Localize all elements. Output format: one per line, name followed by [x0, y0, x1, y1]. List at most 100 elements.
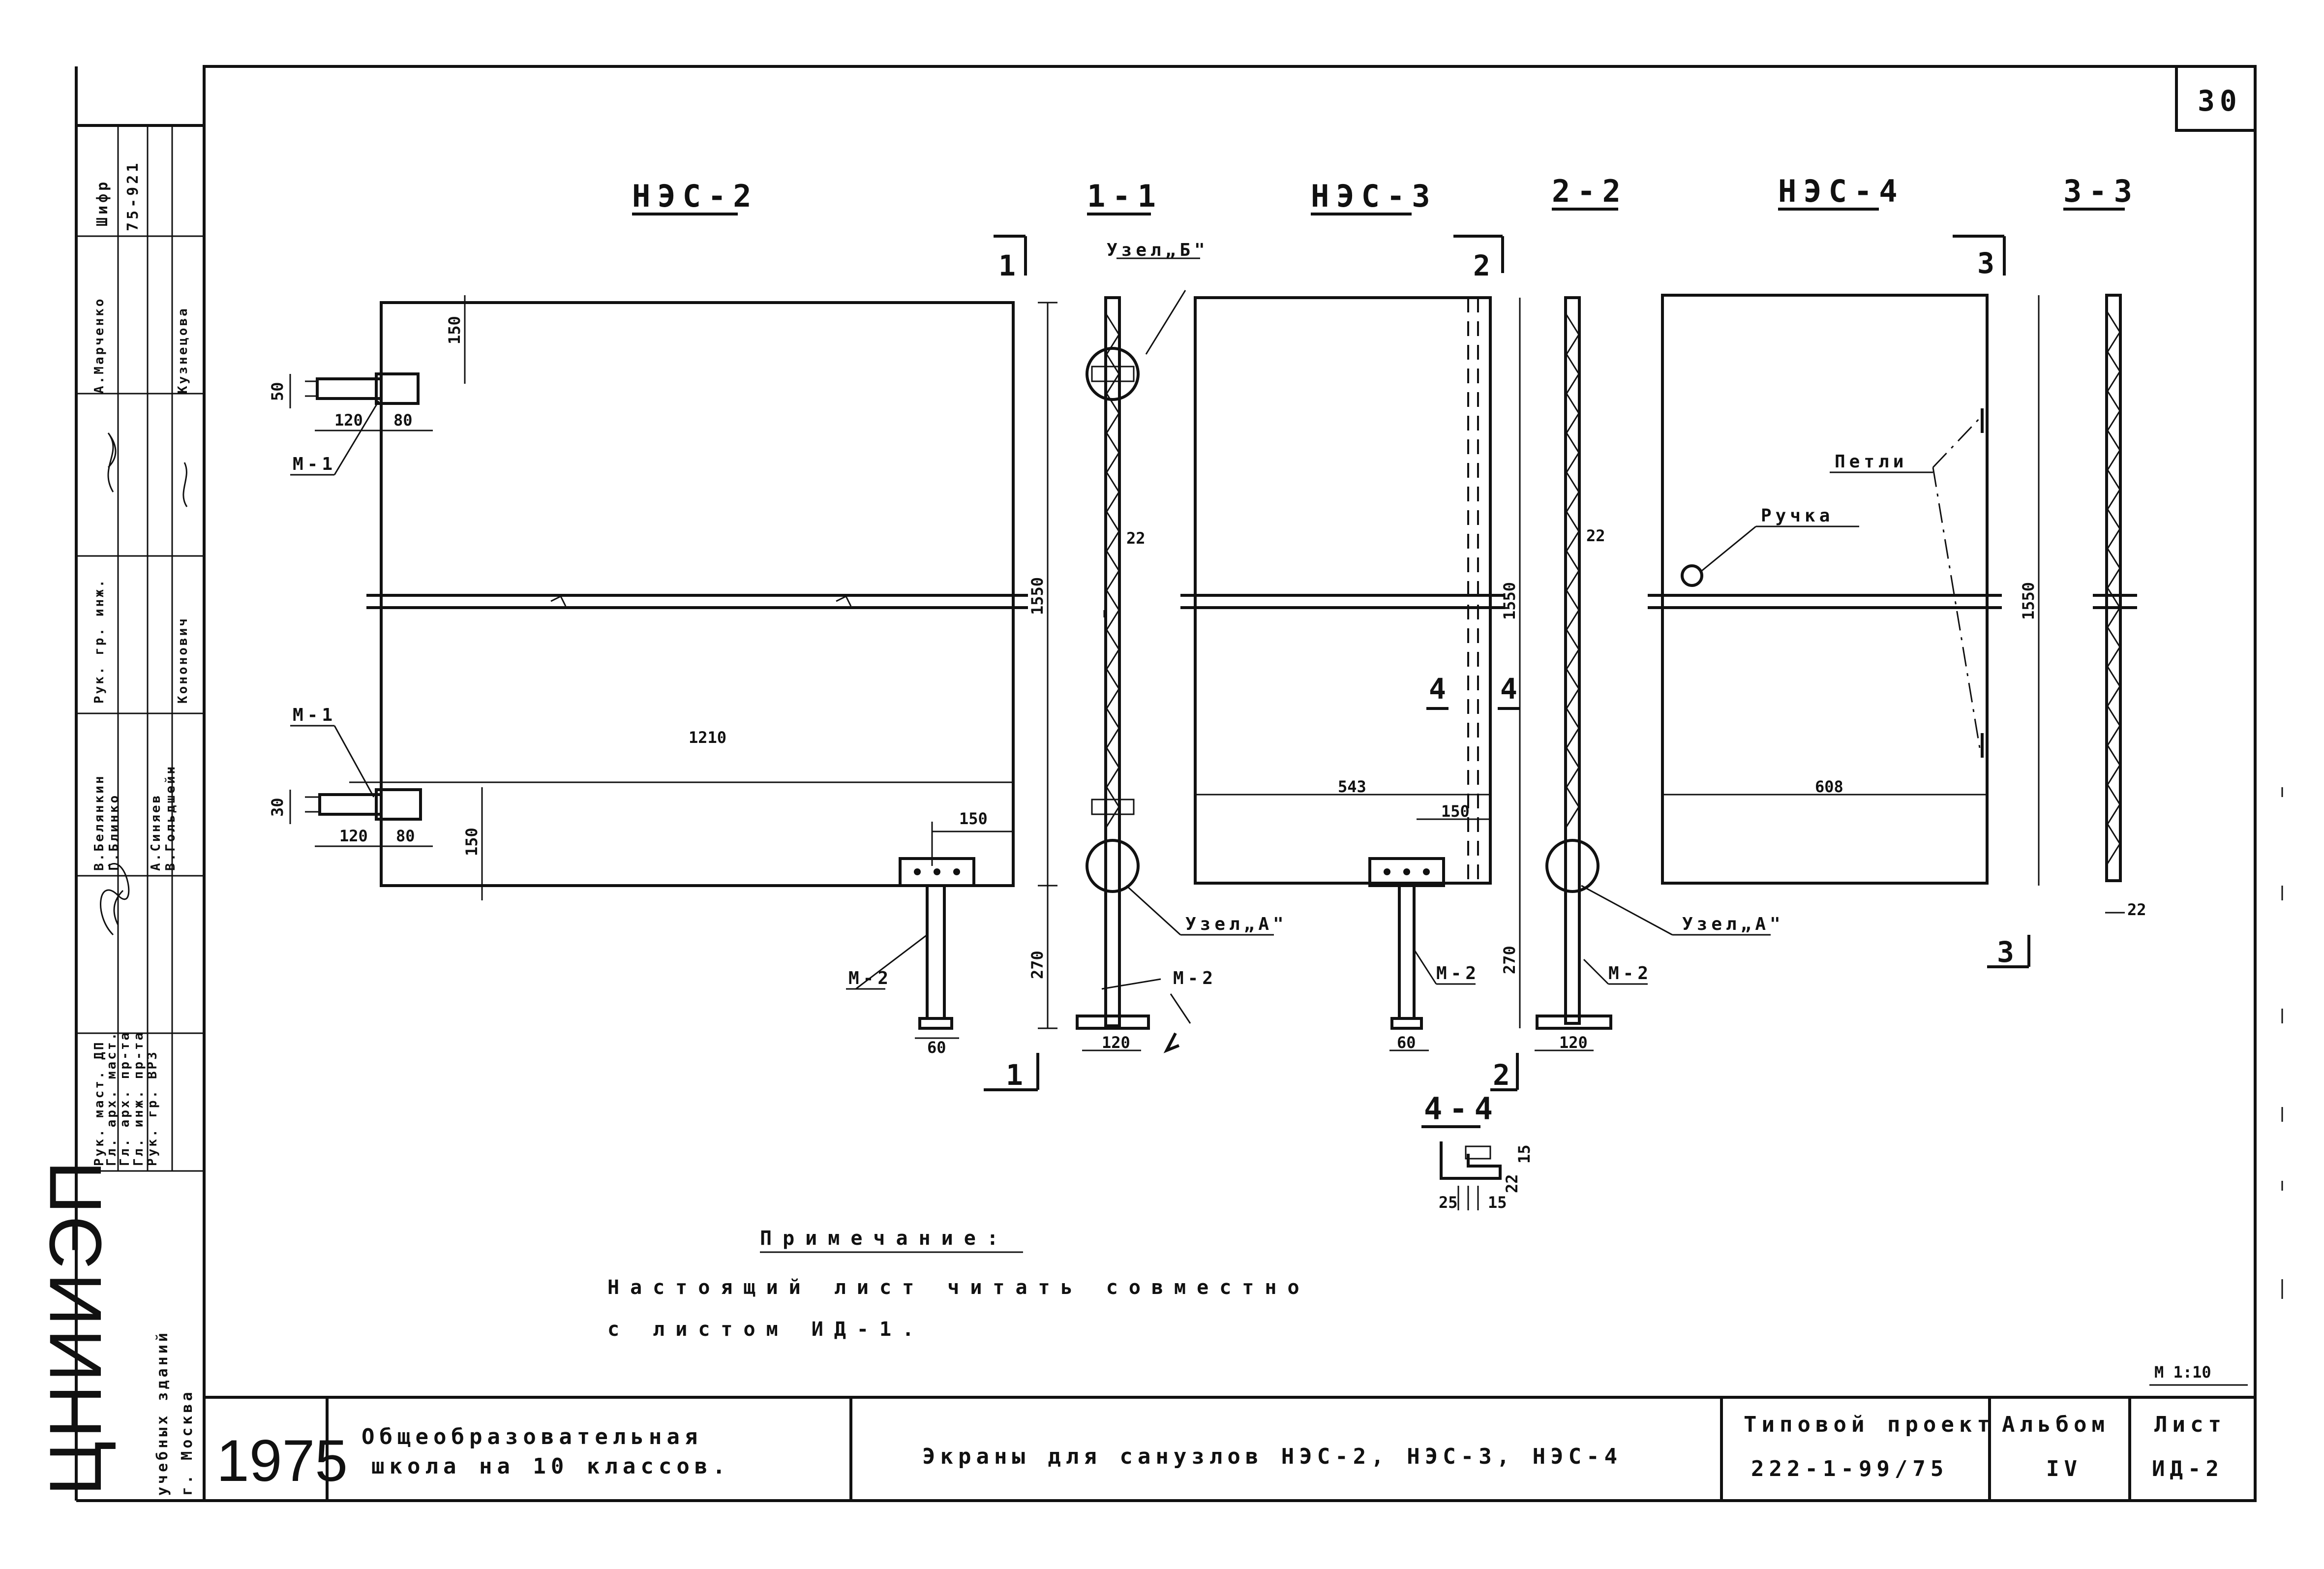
section-mark-3-top: 3 — [1977, 246, 1999, 280]
dim-22-sec11: 22 — [1126, 529, 1146, 548]
label-m2-sec11: М-2 — [1173, 968, 1217, 988]
side-stamp: Шифр 75-921 Рук. маст. ДП Гл. арх. маст.… — [34, 125, 204, 1501]
dim-120-bottom: 120 — [339, 827, 368, 845]
dim-120-sec11: 120 — [1102, 1033, 1130, 1052]
dim-80-top: 80 — [393, 411, 413, 430]
stamp-role-1: Рук. маст. ДП — [92, 1041, 107, 1167]
institute-sub2: г. Москва — [179, 1389, 196, 1496]
m1-fitting-top: 50 120 80 М-1 — [268, 372, 433, 476]
view-title-sec33: 3-3 — [2063, 173, 2139, 209]
view-title-nes3: НЭС-3 — [1311, 178, 1437, 214]
dim-60-nes3: 60 — [1397, 1033, 1416, 1052]
section-1-1: Узел„Б" Узел„А" 22 М-2 120 — [1076, 240, 1288, 1053]
section-3-3: 22 — [2093, 294, 2146, 919]
m2-leg-nes3: М-2 60 — [1368, 857, 1480, 1052]
section-mark-3-bottom: 3 — [1997, 935, 2019, 969]
page-number: 30 — [2198, 84, 2242, 118]
view-title-nes4: НЭС-4 — [1778, 173, 1904, 209]
object-name-2: школа на 10 классов. — [371, 1454, 730, 1479]
cipher-value: 75-921 — [124, 160, 142, 231]
section-mark-1-bottom: 1 — [1006, 1058, 1028, 1092]
project-label: Типовой проект — [1744, 1412, 1995, 1437]
object-name-1: Общеобразовательная — [362, 1424, 702, 1449]
album-value: IV — [2046, 1456, 2082, 1481]
project-number: 222-1-99/75 — [1751, 1456, 1948, 1481]
dim-1550-nes4: 1550 — [2019, 582, 2038, 620]
dim-15-sec44: 15 — [1515, 1144, 1534, 1164]
stamp-name-3: А.Синяев — [149, 794, 163, 871]
nes4-panel: Ручка Петли 608 3 3 1550 — [1648, 235, 2040, 969]
scale-label: М 1:10 — [2154, 1363, 2211, 1382]
year: 1975 — [216, 1428, 348, 1494]
section-mark-1-top: 1 — [998, 249, 1021, 282]
stamp-name-6: А.Марченко — [92, 297, 107, 394]
dim-1210: 1210 — [689, 728, 726, 747]
dim-1550-nes2: 1550 — [1028, 577, 1047, 615]
handle-icon — [1681, 564, 1703, 587]
label-m1-bottom: М-1 — [293, 705, 336, 725]
dim-608: 608 — [1815, 777, 1843, 796]
dim-150-top: 150 — [445, 316, 464, 344]
sheet-label: Лист — [2154, 1412, 2226, 1437]
stamp-role-6: Рук. гр. инж. — [92, 578, 107, 704]
label-m1-top: М-1 — [293, 454, 336, 474]
label-node-a-2: Узел„А" — [1682, 914, 1784, 934]
dim-22-sec33: 22 — [2127, 900, 2146, 919]
label-m2-sec22: М-2 — [1608, 963, 1652, 984]
sheet-value: ИД-2 — [2152, 1456, 2224, 1481]
dim-30-bottom: 30 — [268, 798, 287, 817]
label-m2-nes3: М-2 — [1436, 963, 1480, 984]
sheet-name: Экраны для санузлов НЭС-2, НЭС-3, НЭС-4 — [922, 1444, 1622, 1469]
label-node-a-1: Узел„А" — [1185, 914, 1288, 934]
section-2-2: 22 Узел„А" М-2 120 2 — [1490, 296, 1784, 1092]
dim-22-sec44: 22 — [1503, 1174, 1521, 1193]
stamp-role-4: Гл. инж. пр-та — [131, 1031, 146, 1166]
label-m2-nes2: М-2 — [848, 968, 892, 988]
section-mark-4-left: 4 — [1429, 672, 1451, 706]
label-handle: Ручка — [1761, 506, 1834, 526]
node-a-callout — [1086, 839, 1140, 893]
dim-22-sec22: 22 — [1586, 526, 1605, 545]
institute-sub1: учебных зданий — [154, 1330, 171, 1496]
section-mark-2-bottom: 2 — [1493, 1058, 1515, 1092]
stamp-name-7: Кузнецова — [176, 307, 190, 394]
cipher-label: Шифр — [94, 179, 111, 226]
m1-fitting-bottom: 30 120 80 М-1 — [268, 705, 433, 847]
dim-120-top: 120 — [334, 411, 363, 430]
label-hinges: Петли — [1835, 452, 1907, 472]
signature-3 — [182, 462, 188, 507]
m2-leg-nes2: М-2 60 — [846, 857, 975, 1057]
dim-150-leg-nes2: 150 — [959, 809, 988, 828]
note-heading: Примечание: — [760, 1227, 1009, 1250]
stamp-name-5: Кононович — [176, 616, 190, 704]
dim-15b-sec44: 15 — [1488, 1193, 1507, 1212]
note-block: Примечание: Настоящий лист читать совмес… — [607, 1227, 1299, 1341]
view-title-sec44: 4-4 — [1424, 1091, 1500, 1127]
dim-270-nes2: 270 — [1028, 951, 1047, 979]
dim-60-nes2: 60 — [927, 1038, 946, 1057]
dim-50-top: 50 — [268, 382, 287, 401]
dim-270-nes3: 270 — [1500, 946, 1519, 974]
node-b-callout — [1086, 347, 1140, 401]
dim-150-leg-nes3: 150 — [1441, 802, 1470, 821]
view-title-sec22: 2-2 — [1552, 173, 1628, 209]
dim-120-sec22: 120 — [1559, 1033, 1588, 1052]
stamp-role-2: Гл. арх. маст. — [104, 1031, 119, 1166]
label-node-b: Узел„Б" — [1107, 240, 1209, 260]
stamp-name-1: В.Белянкин — [92, 774, 107, 871]
section-4-4: 4-4 15 22 25 15 — [1421, 1091, 1534, 1212]
dim-543: 543 — [1338, 777, 1366, 796]
signature-2 — [107, 432, 117, 492]
dim-1550-nes3: 1550 — [1500, 582, 1519, 620]
dim-25-sec44: 25 — [1439, 1193, 1458, 1212]
title-block: 1975 Общеобразовательная школа на 10 кла… — [204, 1396, 2255, 1501]
section-mark-4-right: 4 — [1500, 672, 1522, 706]
view-title-nes2: НЭС-2 — [632, 178, 758, 214]
signature-1 — [100, 863, 130, 936]
view-title-sec11: 1-1 — [1087, 178, 1163, 214]
nes2-panel: 1 1 150 1210 150 1550 270 150 — [349, 235, 1057, 1092]
dim-150-bottom: 150 — [462, 828, 481, 856]
stamp-name-4: В.Гольдшейн — [163, 765, 178, 871]
dim-80-bottom: 80 — [396, 827, 415, 845]
